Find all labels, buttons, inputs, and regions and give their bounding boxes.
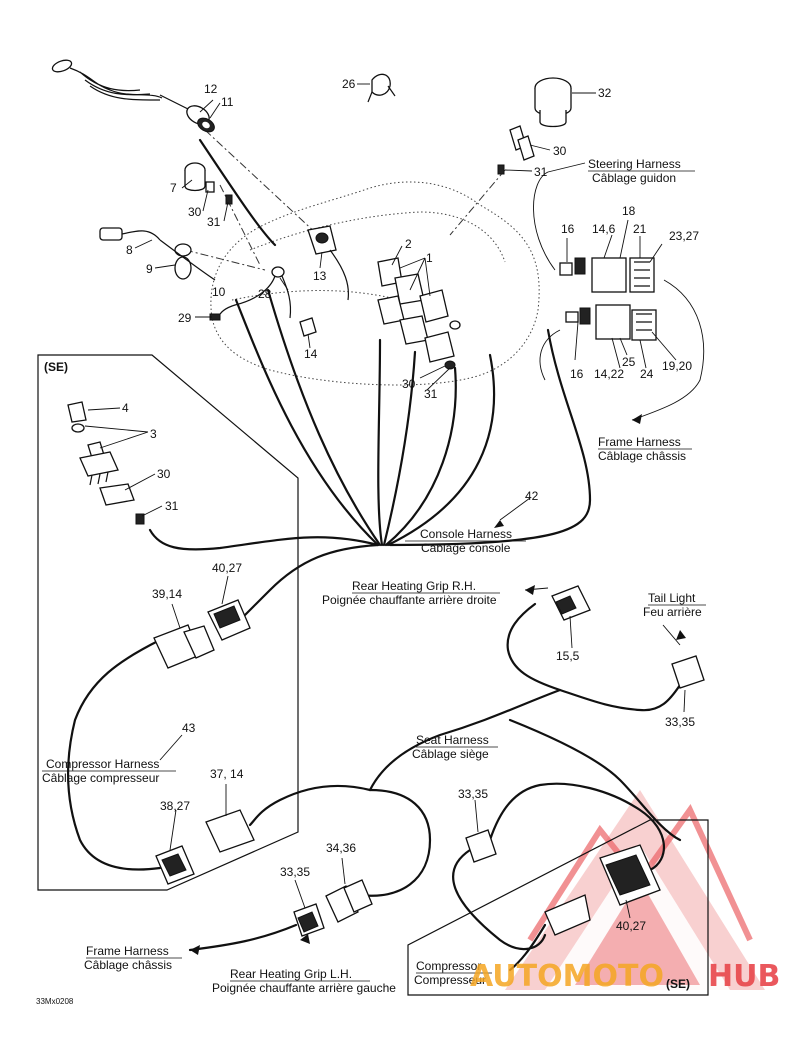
callout-9: 9 — [146, 262, 153, 276]
frame-harness-bottom-label-en: Frame Harness — [86, 944, 169, 958]
callout-31-se: 31 — [165, 499, 179, 513]
frame-harness-top-label-en: Frame Harness — [598, 435, 681, 449]
callout-4: 4 — [122, 401, 129, 415]
terminal-31-left — [225, 194, 233, 205]
callout-39-14: 39,14 — [152, 587, 182, 601]
callout-15-5: 15,5 — [556, 649, 580, 663]
callout-28: 28 — [258, 287, 272, 301]
se-frame-right — [407, 819, 709, 996]
frame-harness-top-label-fr: Câblage châssis — [598, 449, 686, 463]
callout-33-35-lh: 33,35 — [280, 865, 310, 879]
svg-text:AUTOMOTO: AUTOMOTO — [470, 959, 664, 994]
tail-light-label-en: Tail Light — [648, 591, 696, 605]
console-harness-label-en: Console Harness — [420, 527, 512, 541]
compressor-harness-label-en: Compressor Harness — [46, 757, 159, 771]
frame-harness-bottom-label-fr: Câblage châssis — [84, 958, 172, 972]
callout-12: 12 — [204, 82, 218, 96]
terminal-31-top — [497, 164, 505, 175]
callout-42: 42 — [525, 489, 539, 503]
clip-26 — [367, 73, 396, 103]
sensor-28 — [217, 266, 292, 319]
callout-29: 29 — [178, 311, 192, 325]
callout-30-mid: 30 — [402, 377, 416, 391]
callout-14-6: 14,6 — [592, 222, 616, 236]
steering-harness-label-fr: Câblage guidon — [592, 171, 676, 185]
compressor-harness-label-fr: Câblage compresseur — [42, 771, 159, 785]
connectors-lower — [153, 585, 705, 937]
seat-harness-label-en: Seat Harness — [416, 733, 489, 747]
se-label-right: (SE) — [666, 977, 690, 991]
steering-harness-label-en: Steering Harness — [588, 157, 681, 171]
console-outline — [210, 181, 540, 386]
callout-25: 25 — [622, 355, 636, 369]
callout-30-left: 30 — [188, 205, 202, 219]
callout-31-top: 31 — [534, 165, 548, 179]
switch-cluster — [377, 257, 461, 370]
compressor-label-en: Compressor — [416, 959, 481, 973]
callout-16-top: 16 — [561, 222, 575, 236]
callout-30-top: 30 — [553, 144, 567, 158]
steering-connectors — [559, 257, 657, 341]
callout-37-14: 37, 14 — [210, 767, 244, 781]
diagram-code: 33Mx0208 — [36, 997, 74, 1006]
callout-8: 8 — [126, 243, 133, 257]
compressor-label-fr: Compresseur — [414, 973, 486, 987]
callout-40-27-top: 40,27 — [212, 561, 242, 575]
callout-31-left: 31 — [207, 215, 221, 229]
harness-labels: Steering Harness Câblage guidon Frame Ha… — [42, 157, 706, 995]
callout-11: 11 — [221, 95, 234, 109]
leader-lines — [84, 83, 705, 919]
callout-1: 1 — [426, 251, 433, 265]
seat-harness-label-fr: Câblage siège — [412, 747, 489, 761]
button-7 — [184, 162, 206, 192]
callout-34-36: 34,36 — [326, 841, 356, 855]
callout-14: 14 — [304, 347, 318, 361]
callout-31-mid: 31 — [424, 387, 438, 401]
se-switch-parts — [67, 401, 145, 525]
terminal-30-top — [509, 125, 535, 161]
terminal-30-left — [205, 181, 215, 193]
callout-33-35-tail: 33,35 — [665, 715, 695, 729]
callout-40-27-bottom: 40,27 — [616, 919, 646, 933]
arrow-heads — [190, 414, 686, 955]
svg-text:HUB: HUB — [708, 959, 780, 994]
cap-32 — [534, 77, 572, 128]
switch-13 — [307, 225, 337, 255]
callout-14-22: 14,22 — [594, 367, 624, 381]
tail-light-label-fr: Feu arrière — [643, 605, 702, 619]
switch-9 — [174, 243, 192, 280]
callout-numbers: 12 11 26 32 30 31 7 30 31 8 9 10 13 2 1 … — [122, 77, 699, 933]
rear-grip-rh-label-fr: Poignée chauffante arrière droite — [322, 593, 497, 607]
callout-38-27: 38,27 — [160, 799, 190, 813]
callout-33-35-seat: 33,35 — [458, 787, 488, 801]
rear-grip-lh-label-en: Rear Heating Grip L.H. — [230, 967, 352, 981]
rear-grip-lh-label-fr: Poignée chauffante arrière gauche — [212, 981, 396, 995]
callout-16-bottom: 16 — [570, 367, 584, 381]
callout-21: 21 — [633, 222, 647, 236]
terminal-14 — [299, 317, 317, 337]
watermark-text: AUTOMOTO HUB — [470, 959, 780, 994]
console-harness-label-fr: Câblage console — [421, 541, 511, 555]
callout-3: 3 — [150, 427, 157, 441]
se-label-left: (SE) — [44, 360, 68, 374]
se-frame-left — [37, 354, 299, 891]
callout-43: 43 — [182, 721, 196, 735]
callout-30-se: 30 — [157, 467, 171, 481]
callout-26: 26 — [342, 77, 356, 91]
callout-2: 2 — [405, 237, 412, 251]
rear-grip-rh-label-en: Rear Heating Grip R.H. — [352, 579, 476, 593]
ignition-key — [186, 105, 215, 133]
key-lanyard — [51, 59, 191, 111]
callout-18: 18 — [622, 204, 636, 218]
callout-23-27: 23,27 — [669, 229, 699, 243]
callout-7: 7 — [170, 181, 177, 195]
callout-13: 13 — [313, 269, 327, 283]
callout-19-20: 19,20 — [662, 359, 692, 373]
callout-24: 24 — [640, 367, 654, 381]
callout-10: 10 — [212, 285, 226, 299]
callout-32: 32 — [598, 86, 612, 100]
connector-8 — [99, 227, 161, 241]
